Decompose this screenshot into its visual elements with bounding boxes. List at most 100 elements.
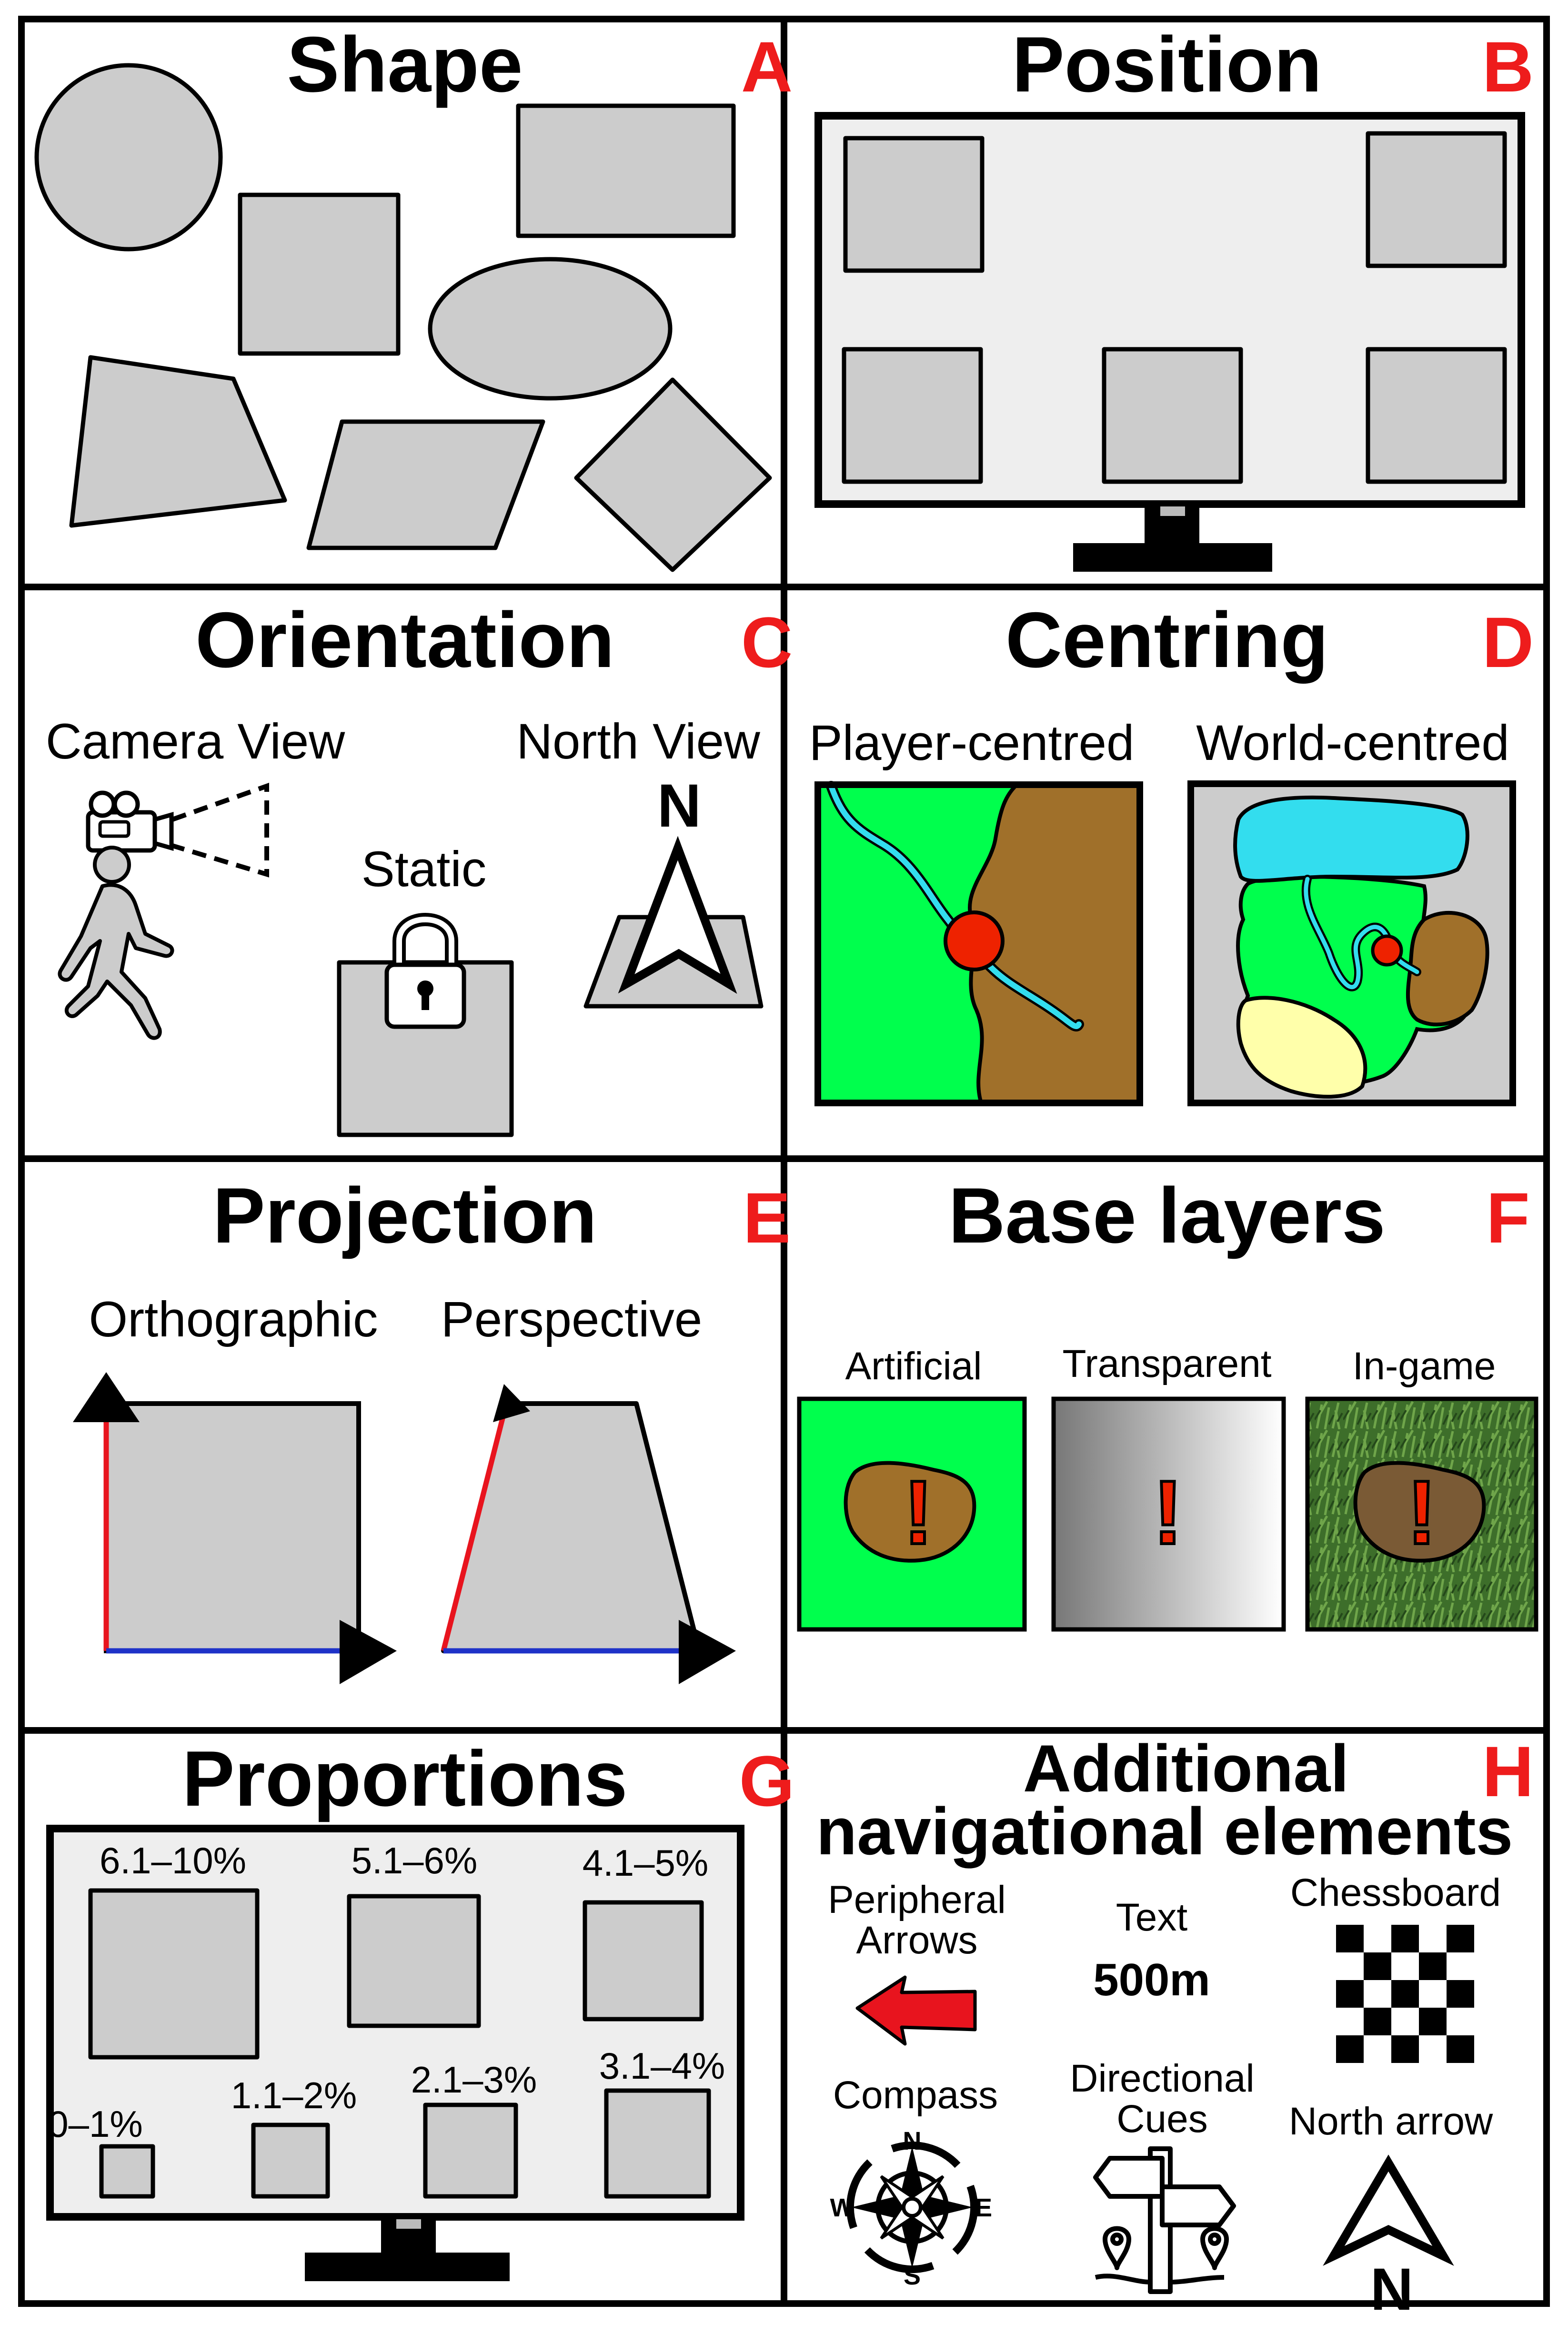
north-arrow-icon <box>1323 2154 1454 2266</box>
projection-title: Projection <box>213 1172 597 1259</box>
panel-position: Position B <box>814 20 1534 572</box>
peripheral-arrows-label-line1: Peripheral <box>828 1878 1006 1921</box>
video-camera-icon <box>86 790 174 853</box>
proportion-label: 2.1–3% <box>411 2059 537 2101</box>
panel-letter-d: D <box>1482 602 1534 682</box>
proportion-box-3-4 <box>604 2088 711 2199</box>
proportion-box-5-6 <box>347 1894 481 2028</box>
right-arrowhead <box>340 1620 397 1684</box>
chess-square <box>1419 2008 1447 2035</box>
compass-icon: N E S W <box>830 2127 993 2290</box>
player-centred-label: Player-centred <box>809 715 1135 771</box>
walking-person-icon <box>58 846 174 1040</box>
nav-elements-title-line1: Additional <box>1023 1731 1349 1806</box>
compass-south-letter: S <box>904 2262 921 2290</box>
proportion-box-6-10 <box>88 1888 260 2060</box>
quadrilateral-shape <box>69 355 287 528</box>
monitor-base <box>305 2253 510 2281</box>
monitor-base <box>1073 543 1272 572</box>
orthographic-label: Orthographic <box>89 1292 378 1347</box>
proportion-label: 3.1–4% <box>599 2045 725 2087</box>
player-centred-map <box>814 781 1143 1106</box>
panel-letter-b: B <box>1482 27 1534 107</box>
position-box-bottom-left <box>842 347 983 484</box>
in-game-base-layer: ! <box>1305 1396 1538 1632</box>
chess-square <box>1391 1925 1419 1952</box>
monitor-neck-light <box>1160 506 1185 516</box>
chessboard-label: Chessboard <box>1290 1871 1501 1914</box>
north-arrow-letter: N <box>1370 2256 1413 2323</box>
peripheral-arrow-icon <box>855 1975 977 2046</box>
alert-icon: ! <box>903 1462 933 1563</box>
parallelogram-shape <box>306 419 545 550</box>
diamond-shape <box>574 377 772 572</box>
alert-icon: ! <box>1153 1462 1183 1563</box>
static-label: Static <box>362 841 487 897</box>
artificial-base-layer: ! <box>797 1396 1027 1632</box>
chessboard-icon <box>1336 1925 1474 2063</box>
panel-centring: Centring D Player-centred World-centred <box>809 596 1534 1106</box>
panel-letter-h: H <box>1482 1731 1534 1811</box>
panel-navigational-elements: Additional navigational elements H Perip… <box>816 1731 1534 2323</box>
nav-elements-title-line2: navigational elements <box>816 1794 1513 1869</box>
north-arrow-3d-icon <box>618 836 737 994</box>
panel-letter-e: E <box>743 1178 791 1258</box>
centring-title: Centring <box>1005 596 1328 684</box>
position-box-bottom-center <box>1102 347 1243 484</box>
square-shape <box>238 192 401 356</box>
text-element-label: Text <box>1116 1896 1188 1939</box>
proportion-label: 5.1–6% <box>352 1840 478 1881</box>
panel-shape: Shape A <box>34 20 793 572</box>
proportion-box-0-1 <box>99 2144 155 2199</box>
proportion-label: 0–1% <box>48 2103 143 2145</box>
world-centred-map <box>1187 780 1516 1106</box>
chess-square <box>1447 1925 1474 1952</box>
shape-title: Shape <box>287 20 523 108</box>
monitor-neck-light <box>396 2219 421 2229</box>
chess-square <box>1336 2035 1364 2063</box>
chess-square <box>1391 1980 1419 2008</box>
proportions-title: Proportions <box>182 1735 628 1822</box>
panel-letter-f: F <box>1486 1178 1530 1258</box>
ellipse-shape <box>428 257 673 401</box>
north-view-label: North View <box>516 714 761 769</box>
chess-square <box>1447 2035 1474 2063</box>
orthographic-projection <box>73 1372 397 1684</box>
player-marker <box>944 910 1005 971</box>
perspective-label: Perspective <box>441 1292 703 1347</box>
position-box-top-right <box>1366 131 1507 268</box>
panel-letter-a: A <box>741 27 793 107</box>
compass-east-letter: E <box>975 2194 992 2222</box>
panel-base-layers: Base layers F Artificial Transparent In-… <box>797 1172 1538 1632</box>
position-box-top-left <box>843 136 985 273</box>
directional-cues-label-line1: Directional <box>1070 2057 1254 2100</box>
up-left-arrowhead <box>493 1384 530 1422</box>
in-game-label: In-game <box>1353 1344 1496 1388</box>
panel-letter-c: C <box>741 602 793 682</box>
transparent-label: Transparent <box>1062 1342 1271 1385</box>
position-title: Position <box>1012 20 1322 108</box>
alert-icon: ! <box>1407 1462 1437 1563</box>
proportion-label: 1.1–2% <box>231 2074 357 2116</box>
up-arrowhead <box>73 1372 140 1422</box>
panel-proportions: Proportions G 6.1–10% 5.1–6% 4.1–5% 0–1%… <box>46 1735 795 2281</box>
chess-square <box>1419 1952 1447 1980</box>
panel-letter-g: G <box>739 1741 795 1821</box>
position-box-bottom-right <box>1366 347 1507 484</box>
perspective-projection <box>441 1384 736 1684</box>
compass-west-letter: W <box>830 2194 854 2222</box>
proportion-box-1-2 <box>251 2123 330 2199</box>
proportion-box-2-3 <box>423 2103 518 2199</box>
peripheral-arrows-label-line2: Arrows <box>856 1919 977 1962</box>
chess-square <box>1364 1952 1391 1980</box>
panel-orientation: Orientation C Camera View North View Sta… <box>46 596 793 1137</box>
panel-grid <box>18 16 1550 2307</box>
artificial-label: Artificial <box>845 1344 982 1388</box>
orientation-title: Orientation <box>195 596 614 684</box>
world-centred-label: World-centred <box>1196 715 1509 771</box>
base-layers-title: Base layers <box>948 1172 1385 1259</box>
north-arrow-label: North arrow <box>1289 2100 1493 2143</box>
proportion-label: 6.1–10% <box>100 1840 246 1881</box>
proportion-box-4-5 <box>583 1900 704 2022</box>
chess-square <box>1391 2035 1419 2063</box>
